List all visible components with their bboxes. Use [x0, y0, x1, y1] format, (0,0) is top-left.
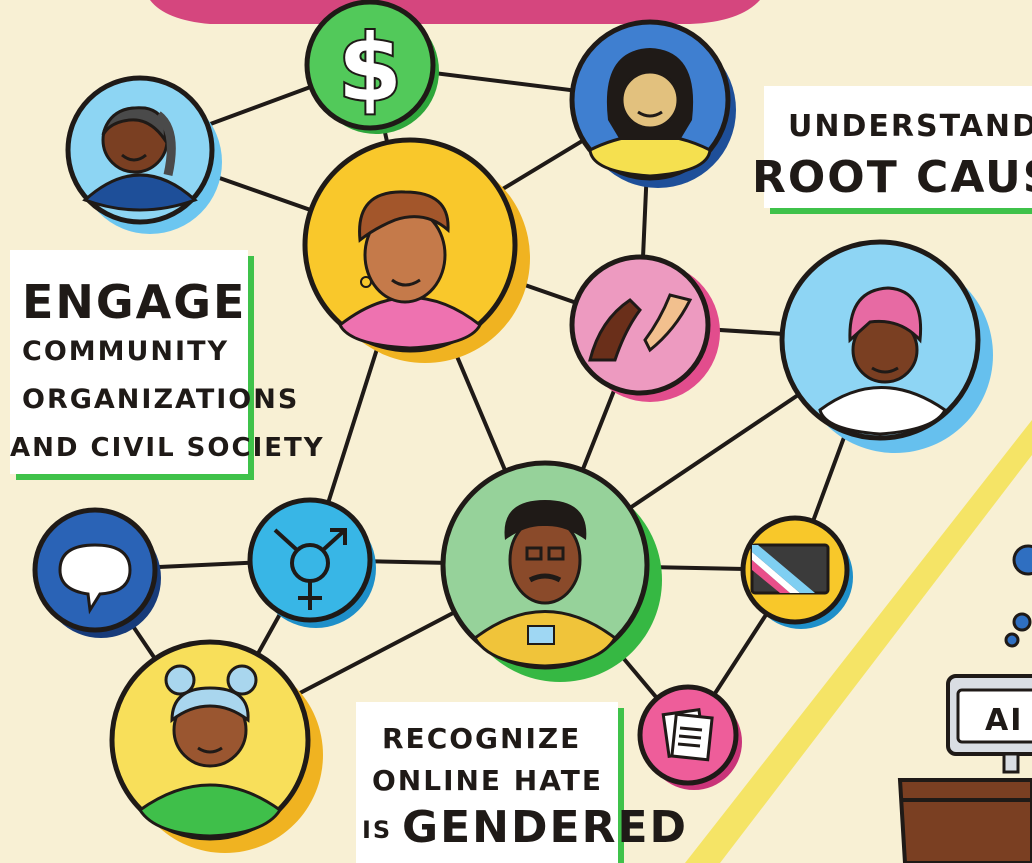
node-hands — [569, 254, 720, 402]
yellow-diagonal-stripe — [685, 420, 1032, 863]
top-pink-band — [150, 0, 760, 24]
recognize-line-1: RECOGNIZE — [382, 722, 581, 755]
node-person-turban — [779, 239, 993, 453]
person-avatar — [588, 48, 712, 178]
recognize-line-2: ONLINE HATE — [372, 764, 603, 797]
dollar-icon: $ — [338, 15, 402, 122]
recognize-line-3-small: IS — [362, 816, 392, 844]
person-avatar — [338, 190, 482, 350]
trans-flag-badge — [527, 625, 555, 645]
person-avatar — [137, 664, 283, 838]
understand-heading: ROOT CAUSES — [752, 152, 1032, 203]
monitor-partial: AI — [897, 544, 1032, 863]
engage-heading: ENGAGE — [22, 275, 246, 329]
callout-recognize: RECOGNIZE ONLINE HATE IS GENDERED — [356, 702, 688, 863]
node-flag — [740, 515, 853, 629]
node-person-center-bottom — [440, 460, 662, 682]
person-avatar — [473, 500, 617, 668]
speech-bubble-icon — [58, 543, 132, 615]
engage-line-4: AND CIVIL SOCIETY — [10, 433, 325, 463]
callout-engage: ENGAGE COMMUNITY ORGANIZATIONS AND CIVIL… — [10, 250, 325, 480]
recognize-heading: GENDERED — [402, 802, 688, 853]
person-avatar — [82, 106, 198, 212]
desk — [897, 778, 1032, 863]
transgender-symbol-icon — [273, 528, 347, 610]
engage-line-3: ORGANIZATIONS — [22, 384, 299, 415]
node-documents — [637, 684, 742, 790]
progress-flag-icon — [750, 543, 830, 595]
person-avatar — [818, 286, 947, 436]
node-person-center-top — [302, 137, 530, 363]
node-person-ponytail — [65, 75, 222, 234]
hands-icon — [588, 293, 693, 362]
understand-line-1: UNDERSTAND — [788, 109, 1032, 144]
documents-icon — [661, 708, 714, 762]
node-person-buns — [109, 639, 323, 853]
monitor-text: AI — [985, 703, 1023, 738]
callout-understand: UNDERSTAND ROOT CAUSES — [752, 86, 1032, 214]
node-money: $ — [304, 0, 439, 134]
node-trans-symbol — [247, 497, 376, 628]
node-person-long-hair — [569, 19, 736, 188]
node-speech — [32, 507, 161, 638]
engage-line-2: COMMUNITY — [22, 336, 229, 367]
